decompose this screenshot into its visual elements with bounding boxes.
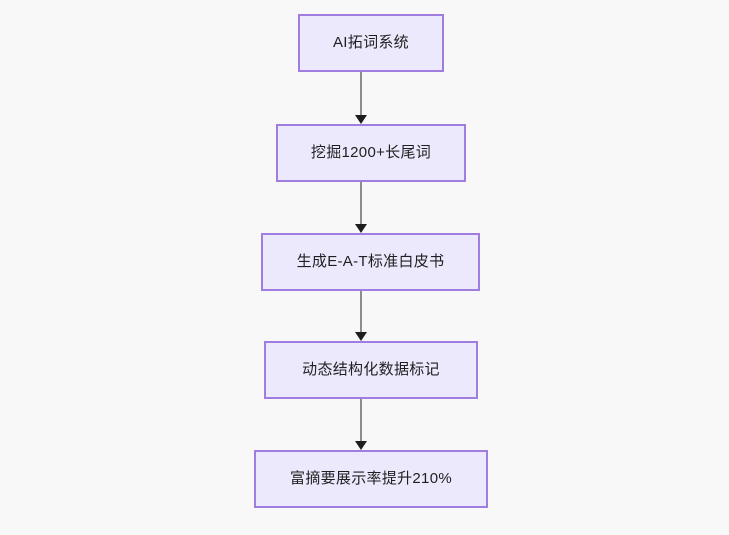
flow-node-ai-keyword-system[interactable]: AI拓词系统 [298,14,444,72]
arrow-line [360,399,362,441]
flow-node-generate-eat-whitepaper[interactable]: 生成E-A-T标准白皮书 [261,233,480,291]
flow-node-label: 挖掘1200+长尾词 [310,144,432,161]
arrow-line [360,72,362,115]
flow-node-dynamic-structured-data-markup[interactable]: 动态结构化数据标记 [264,341,478,399]
flow-arrow-3 [351,291,371,341]
flow-node-label: 富摘要展示率提升210% [290,470,452,487]
arrow-line [360,182,362,224]
flow-node-rich-snippet-impression-lift[interactable]: 富摘要展示率提升210% [254,450,488,508]
flow-node-label: AI拓词系统 [333,34,409,51]
flow-node-label: 动态结构化数据标记 [302,361,440,378]
flow-node-mine-longtail-keywords[interactable]: 挖掘1200+长尾词 [276,124,466,182]
arrow-head-icon [355,224,367,233]
arrow-head-icon [355,332,367,341]
flow-arrow-4 [351,399,371,450]
flow-arrow-1 [351,72,371,124]
arrow-head-icon [355,441,367,450]
arrow-line [360,291,362,332]
flow-node-label: 生成E-A-T标准白皮书 [296,253,445,270]
flow-arrow-2 [351,182,371,233]
arrow-head-icon [355,115,367,124]
